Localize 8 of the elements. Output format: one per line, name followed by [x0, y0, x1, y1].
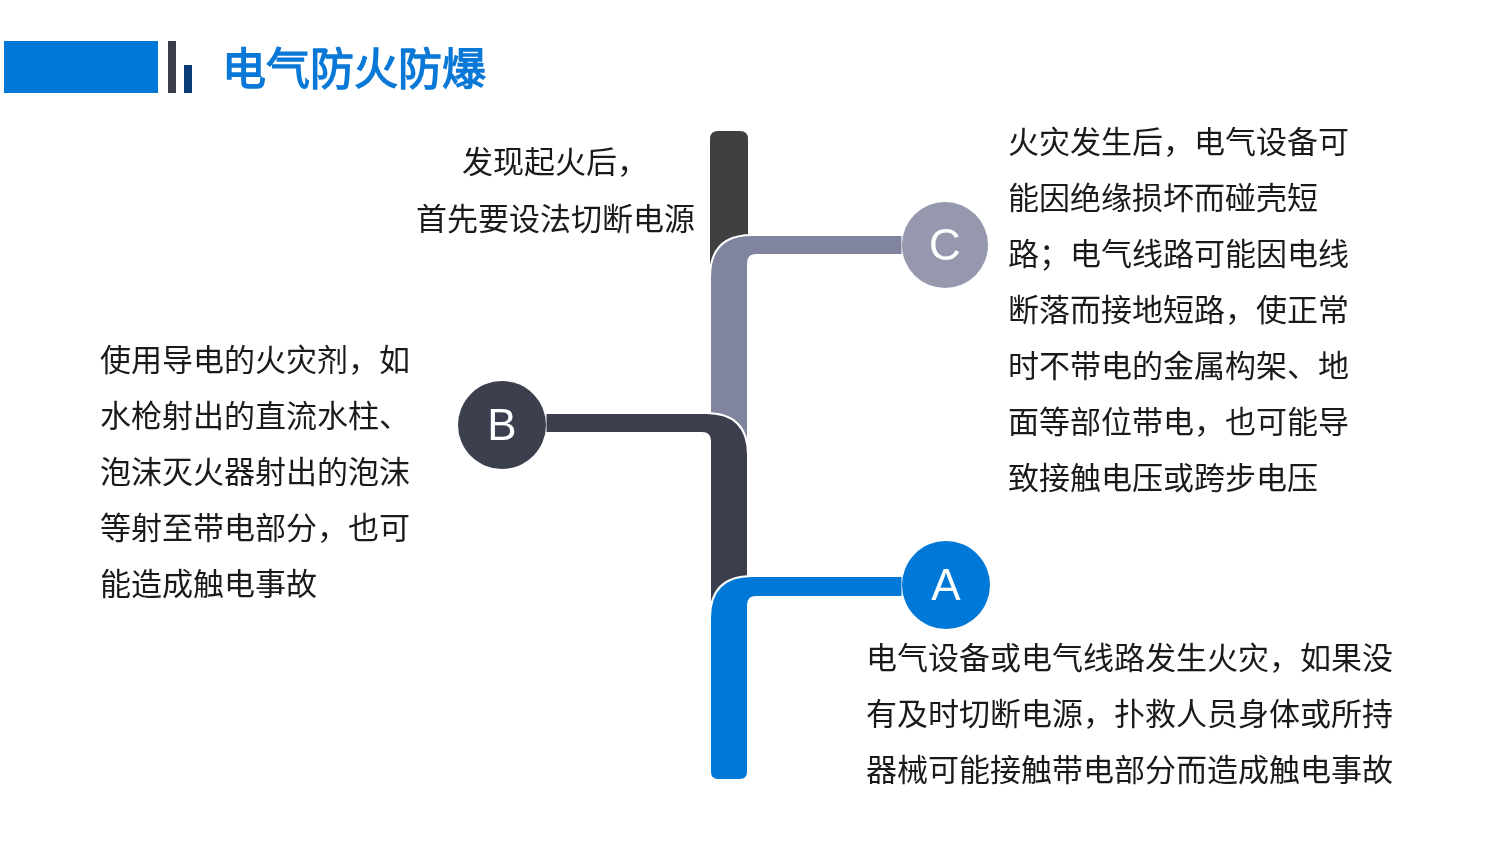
- description-text: 火灾发生后，电气设备可能因绝缘损坏而碰壳短路；电气线路可能因电线断落而接地短路，使正常时不带电的金属构架、地面等部位带电，也可能导致接触电压或跨步电压: [1008, 123, 1350, 498]
- description-text: 电气设备或电气线路发生火灾，如果没有及时切断电源，扑救人员身体或所持器械可能接触带电部分而造成触电事故: [866, 639, 1394, 790]
- step-circle: A: [902, 541, 990, 629]
- description-text: 使用导电的火灾剂，如水枪射出的直流水柱、泡沫灭火器射出的泡沫等射至带电部分，也可能造成触电事故: [100, 341, 411, 604]
- step-circle: C: [902, 202, 988, 288]
- note-text: 发现起火后，首先要设法切断电源: [414, 143, 696, 239]
- slide-title: 电气防火防爆: [222, 46, 486, 94]
- step-circle: B: [458, 381, 546, 469]
